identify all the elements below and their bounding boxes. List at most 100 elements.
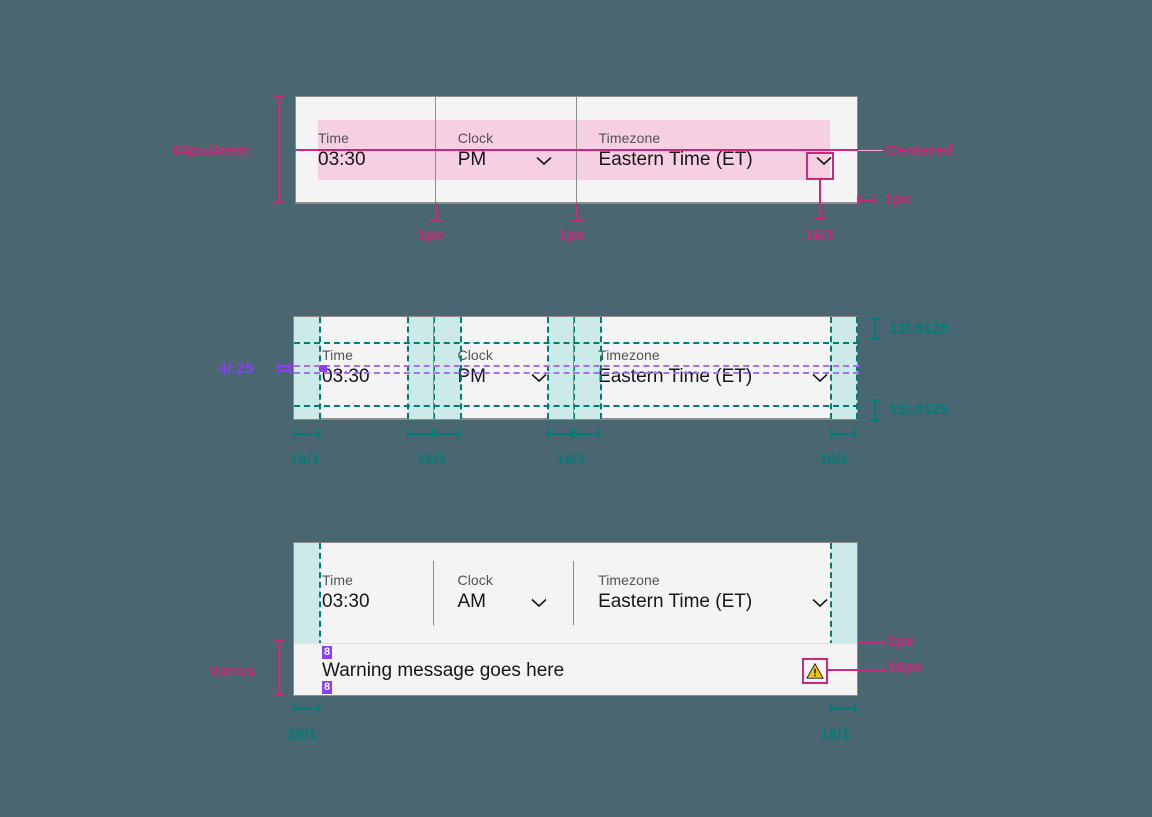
guide-v-2 [407, 317, 409, 419]
varies-measure [274, 640, 283, 696]
chevron-down-icon[interactable] [533, 149, 555, 171]
field-time-label-2: Time [322, 347, 353, 363]
guide-v-right-3 [830, 543, 832, 695]
field-timezone-3[interactable]: Timezone Eastern Time (ET) [574, 543, 857, 643]
guide-v-7 [600, 317, 602, 419]
chevron-down-icon[interactable] [813, 149, 835, 171]
guide-v-5 [547, 317, 549, 419]
field-time-2[interactable]: Time 03:30 [294, 317, 433, 419]
divider-two-2 [573, 317, 574, 419]
guide-v-9 [856, 317, 858, 419]
warning-icon-callout [828, 669, 886, 671]
field-clock-2[interactable]: Clock PM [433, 317, 574, 419]
field-time-value-3: 03:30 [322, 589, 433, 615]
field-time-value-2: 03:30 [322, 364, 433, 390]
pad-gap-one-measure-b [434, 429, 460, 438]
chevron-focus-box [806, 152, 834, 180]
field-time[interactable]: Time 03:30 [296, 97, 436, 205]
baseline-leader-bar-a [277, 365, 291, 367]
pad-gap-two-measure-a [547, 429, 573, 438]
field-clock-label: Clock [457, 130, 494, 146]
pad-right-measure-3 [830, 704, 856, 713]
baseline-anchor-dot [320, 365, 327, 372]
chevron-down-icon[interactable] [809, 366, 831, 388]
baseline-leader-cap-2 [289, 362, 291, 374]
field-timezone-value-3: Eastern Time (ET) [598, 589, 831, 615]
field-timezone-2[interactable]: Timezone Eastern Time (ET) [574, 317, 857, 419]
field-timezone[interactable]: Timezone Eastern Time (ET) [577, 97, 857, 205]
divider-one-label: 1px [417, 227, 444, 244]
divider-one-leader [430, 203, 442, 221]
varies-label: Varies [209, 663, 255, 680]
field-timezone-text: Eastern Time (ET) [598, 149, 753, 170]
field-time-text-2: 03:30 [322, 366, 370, 387]
pad-right-label: 16/1 [819, 451, 849, 468]
field-time-3[interactable]: Time 03:30 [294, 543, 433, 643]
border-right-measure [857, 195, 875, 204]
field-time-label: Time [318, 130, 349, 146]
warning-row: Warning message goes here [294, 643, 857, 695]
warning-divider-label: 1px [887, 633, 914, 650]
field-clock-3[interactable]: Clock AM [433, 543, 574, 643]
pad-right-shade [831, 317, 857, 419]
field-time-value: 03:30 [318, 147, 436, 173]
spacing-badge-top: 8 [322, 646, 333, 659]
field-timezone-text-2: Eastern Time (ET) [598, 366, 753, 387]
chevron-down-icon[interactable] [809, 591, 831, 613]
centered-label: Centered [886, 142, 953, 159]
pad-gap-two-shade-a [548, 317, 574, 419]
field-time-label-3: Time [322, 572, 353, 588]
pad-left-measure-3 [293, 704, 319, 713]
height-measure-ibeam [274, 96, 283, 204]
warning-divider-callout [858, 641, 886, 643]
chevron-down-icon[interactable] [528, 591, 550, 613]
field-timezone-value: Eastern Time (ET) [599, 147, 835, 173]
timepicker-component-three: Time 03:30 Clock AM Timezone [293, 542, 858, 696]
baseline-band [294, 365, 859, 374]
pad-bottom-label: 13/.8125 [889, 401, 949, 418]
guide-v-3 [433, 317, 435, 419]
chevron-down-icon[interactable] [528, 366, 550, 388]
centered-callout-line-2 [858, 150, 883, 151]
field-clock-value-2: PM [457, 364, 550, 390]
pad-left-label-3: 16/1 [287, 726, 317, 743]
field-clock-label-3: Clock [457, 572, 493, 588]
field-timezone-label-2: Timezone [598, 347, 660, 363]
centered-baseline-rule [295, 149, 858, 151]
field-timezone-label-3: Timezone [598, 572, 660, 588]
field-clock-text-3: AM [457, 591, 486, 612]
spacing-badge-bottom: 8 [322, 681, 333, 694]
divider-one-2 [433, 317, 434, 419]
guide-v-6 [573, 317, 575, 419]
field-time-text-3: 03:30 [322, 591, 370, 612]
warning-icon-size-label: 16px [887, 659, 922, 676]
chevron-leader [814, 180, 826, 220]
warning-triangle-icon[interactable] [802, 658, 828, 684]
pad-gap-two-label: 16/1 [556, 451, 586, 468]
divider-two-3 [573, 561, 574, 625]
guide-v-left-3 [319, 543, 321, 695]
pad-left-shade [294, 317, 320, 419]
pad-bottom-measure [870, 399, 879, 421]
height-label: 64px/4rem [172, 142, 249, 159]
guide-h-top [294, 342, 859, 344]
baseline-leader-cap [277, 362, 279, 374]
pad-gap-one-shade-a [408, 317, 434, 419]
pad-right-label-3: 16/1 [820, 726, 850, 743]
pad-top-label: 13/.8125 [889, 320, 949, 337]
divider-two-label: 1px [558, 227, 585, 244]
field-clock-value: PM [458, 147, 555, 173]
field-clock-label-2: Clock [457, 347, 493, 363]
pad-top-measure [870, 318, 879, 340]
pad-left-measure [293, 429, 319, 438]
guide-v-4 [460, 317, 462, 419]
field-timezone-value-2: Eastern Time (ET) [598, 364, 831, 390]
field-timezone-label: Timezone [598, 130, 661, 146]
baseline-label: 4/.25 [219, 360, 254, 377]
field-clock[interactable]: Clock PM [436, 97, 577, 205]
divider-two-leader [571, 203, 583, 221]
field-timezone-text-3: Eastern Time (ET) [598, 591, 753, 612]
field-clock-text: PM [457, 149, 487, 170]
guide-h-bottom [294, 405, 859, 407]
